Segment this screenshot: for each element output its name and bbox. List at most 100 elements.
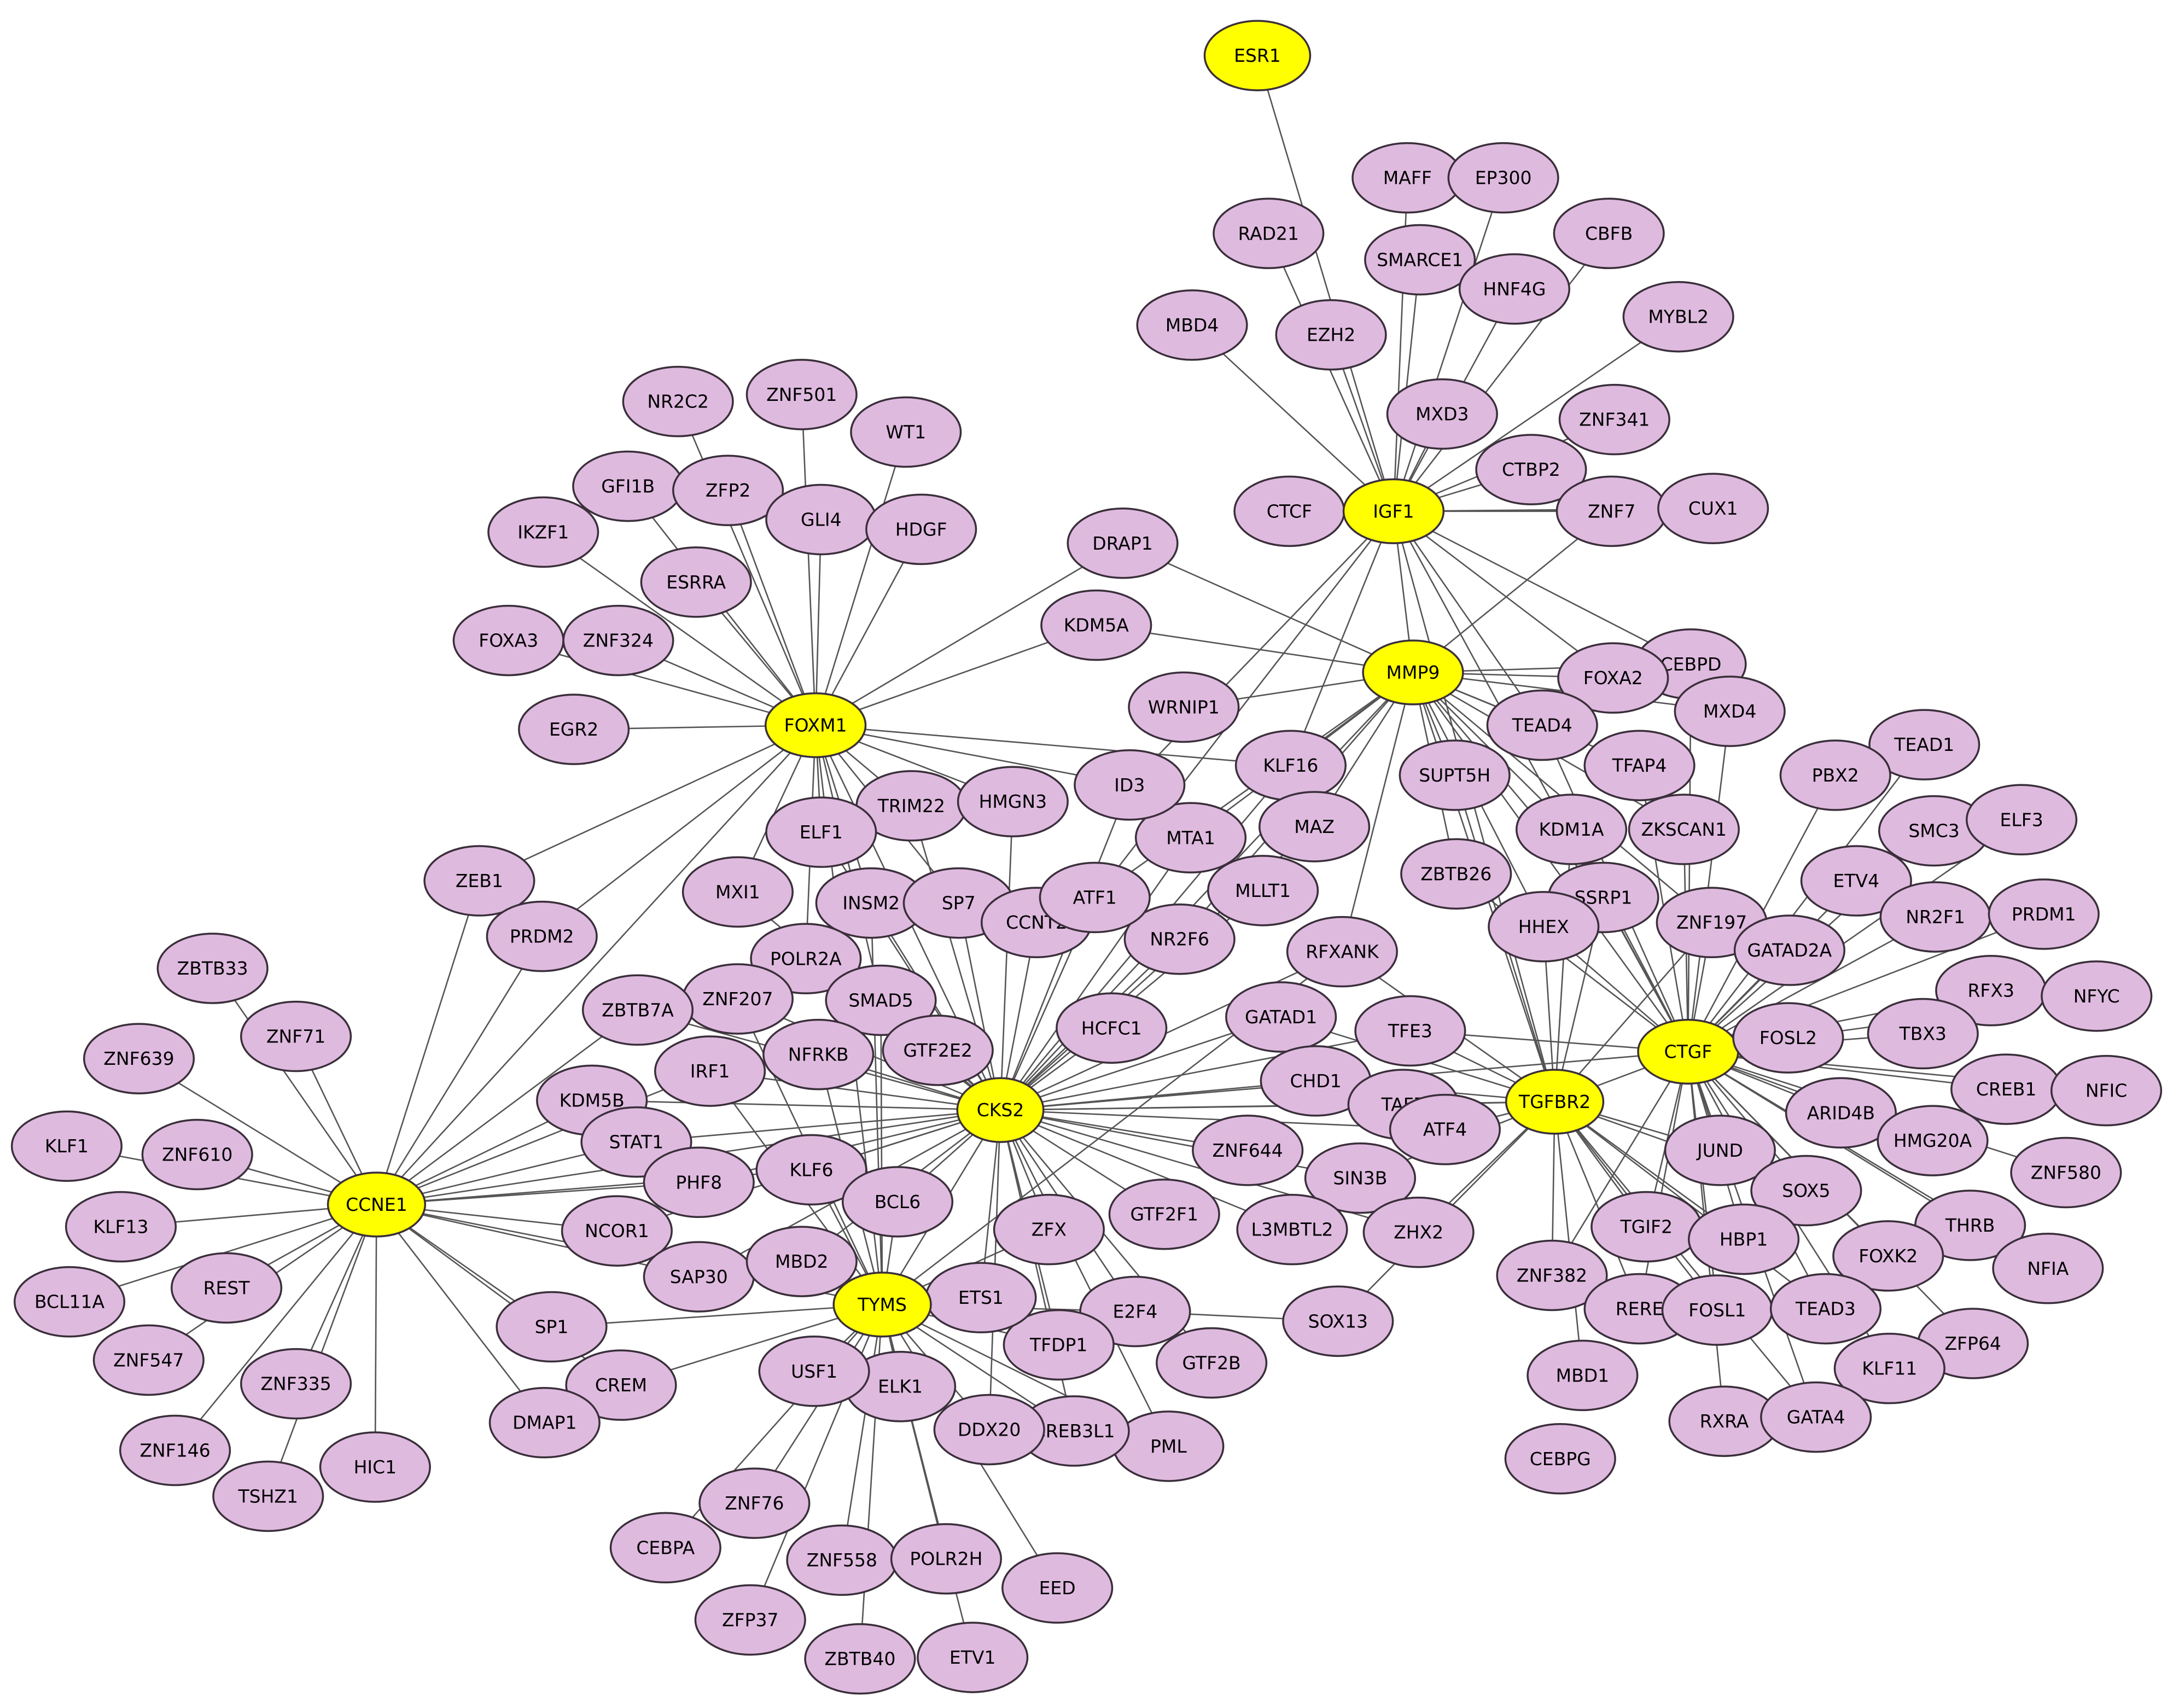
node-cebpg[interactable]: CEBPG xyxy=(1504,1423,1616,1495)
node-gtf2b[interactable]: GTF2B xyxy=(1156,1327,1268,1399)
node-tead4[interactable]: TEAD4 xyxy=(1486,689,1598,761)
node-atf1[interactable]: ATF1 xyxy=(1039,861,1151,934)
hub-node-cks2[interactable]: CKS2 xyxy=(956,1077,1045,1143)
node-gtf2f1[interactable]: GTF2F1 xyxy=(1108,1178,1220,1250)
node-ctcf[interactable]: CTCF xyxy=(1233,475,1345,547)
node-creb3l1[interactable]: CREB3L1 xyxy=(1018,1395,1130,1467)
node-smad5[interactable]: SMAD5 xyxy=(825,964,937,1036)
node-mybl2[interactable]: MYBL2 xyxy=(1622,281,1734,353)
node-sin3b[interactable]: SIN3B xyxy=(1304,1142,1417,1214)
node-foxa2[interactable]: FOXA2 xyxy=(1557,642,1669,714)
node-rad21[interactable]: RAD21 xyxy=(1213,197,1325,270)
node-mbd1[interactable]: MBD1 xyxy=(1527,1339,1639,1412)
node-klf16[interactable]: KLF16 xyxy=(1234,730,1347,801)
node-znf558[interactable]: ZNF558 xyxy=(786,1524,898,1596)
node-creb1[interactable]: CREB1 xyxy=(1950,1053,2063,1125)
node-zkscan1[interactable]: ZKSCAN1 xyxy=(1628,794,1740,865)
node-cebpa[interactable]: CEBPA xyxy=(609,1512,721,1584)
node-zbtb7a[interactable]: ZBTB7A xyxy=(581,974,694,1046)
node-etv1[interactable]: ETV1 xyxy=(917,1622,1029,1693)
node-znf639[interactable]: ZNF639 xyxy=(83,1023,195,1094)
node-mllt1[interactable]: MLLT1 xyxy=(1207,855,1319,926)
node-thrb[interactable]: THRB xyxy=(1914,1190,2026,1261)
node-gatad2a[interactable]: GATAD2A xyxy=(1733,914,1845,986)
node-hic1[interactable]: HIC1 xyxy=(319,1431,431,1503)
node-hcfc1[interactable]: HCFC1 xyxy=(1056,992,1168,1064)
node-klf1[interactable]: KLF1 xyxy=(10,1110,123,1182)
node-foxk2[interactable]: FOXK2 xyxy=(1832,1220,1944,1292)
node-mbd4[interactable]: MBD4 xyxy=(1136,289,1248,361)
node-zeb1[interactable]: ZEB1 xyxy=(423,845,535,917)
node-sap30[interactable]: SAP30 xyxy=(643,1241,755,1313)
node-fosl2[interactable]: FOSL2 xyxy=(1732,1002,1844,1074)
node-rest[interactable]: REST xyxy=(170,1252,283,1324)
hub-node-mmp9[interactable]: MMP9 xyxy=(1362,639,1464,706)
node-zfp2[interactable]: ZFP2 xyxy=(672,454,784,526)
node-elf1[interactable]: ELF1 xyxy=(765,796,877,868)
node-ncor1[interactable]: NCOR1 xyxy=(561,1195,673,1267)
node-id3[interactable]: ID3 xyxy=(1074,749,1186,821)
node-smc3[interactable]: SMC3 xyxy=(1878,795,1990,867)
node-znf610[interactable]: ZNF610 xyxy=(141,1118,253,1191)
node-tgif2[interactable]: TGIF2 xyxy=(1591,1191,1703,1263)
node-elk1[interactable]: ELK1 xyxy=(844,1350,957,1423)
node-gfi1b[interactable]: GFI1B xyxy=(572,450,684,522)
node-znf382[interactable]: ZNF382 xyxy=(1496,1239,1608,1311)
hub-node-tgfbr2[interactable]: TGFBR2 xyxy=(1505,1069,1605,1135)
node-mxd4[interactable]: MXD4 xyxy=(1674,675,1786,747)
node-ddx20[interactable]: DDX20 xyxy=(933,1394,1045,1466)
node-fosl1[interactable]: FOSL1 xyxy=(1661,1274,1773,1346)
node-prdm1[interactable]: PRDM1 xyxy=(1988,878,2100,950)
node-bcl6[interactable]: BCL6 xyxy=(841,1166,954,1238)
node-tshz1[interactable]: TSHZ1 xyxy=(212,1460,324,1532)
node-tead1[interactable]: TEAD1 xyxy=(1868,709,1980,780)
node-znf76[interactable]: ZNF76 xyxy=(698,1467,811,1539)
node-polr2h[interactable]: POLR2H xyxy=(890,1523,1003,1595)
node-gli4[interactable]: GLI4 xyxy=(765,483,877,556)
hub-node-esr1[interactable]: ESR1 xyxy=(1203,20,1312,91)
node-hdgf[interactable]: HDGF xyxy=(865,493,977,566)
node-l3mbtl2[interactable]: L3MBTL2 xyxy=(1236,1193,1348,1266)
node-maz[interactable]: MAZ xyxy=(1259,791,1371,862)
node-zbtb40[interactable]: ZBTB40 xyxy=(804,1623,916,1695)
node-zbtb33[interactable]: ZBTB33 xyxy=(156,932,269,1004)
node-eed[interactable]: EED xyxy=(1001,1552,1114,1624)
node-foxa3[interactable]: FOXA3 xyxy=(452,604,564,677)
node-cux1[interactable]: CUX1 xyxy=(1657,473,1769,545)
node-sp1[interactable]: SP1 xyxy=(496,1291,608,1363)
node-znf207[interactable]: ZNF207 xyxy=(681,963,794,1035)
node-nfrkb[interactable]: NFRKB xyxy=(762,1018,875,1091)
node-nr2f6[interactable]: NR2F6 xyxy=(1123,903,1236,975)
node-zfp37[interactable]: ZFP37 xyxy=(694,1584,806,1656)
node-ctbp2[interactable]: CTBP2 xyxy=(1475,434,1587,505)
node-arid4b[interactable]: ARID4B xyxy=(1785,1077,1897,1149)
hub-node-ctgf[interactable]: CTGF xyxy=(1637,1018,1739,1085)
node-mbd2[interactable]: MBD2 xyxy=(745,1226,858,1297)
node-irf1[interactable]: IRF1 xyxy=(654,1035,766,1107)
node-znf547[interactable]: ZNF547 xyxy=(92,1324,205,1396)
node-pbx2[interactable]: PBX2 xyxy=(1779,739,1891,811)
node-prdm2[interactable]: PRDM2 xyxy=(486,900,598,972)
node-elf3[interactable]: ELF3 xyxy=(1966,784,2078,856)
node-esrra[interactable]: ESRRA xyxy=(640,546,752,618)
hub-node-foxm1[interactable]: FOXM1 xyxy=(764,692,867,759)
node-sox13[interactable]: SOX13 xyxy=(1282,1285,1394,1357)
node-tead3[interactable]: TEAD3 xyxy=(1769,1273,1882,1345)
node-jund[interactable]: JUND xyxy=(1664,1115,1776,1186)
node-drap1[interactable]: DRAP1 xyxy=(1067,507,1179,579)
node-etv4[interactable]: ETV4 xyxy=(1800,845,1912,917)
node-ezh2[interactable]: EZH2 xyxy=(1275,299,1387,371)
node-zfp64[interactable]: ZFP64 xyxy=(1917,1308,2029,1379)
node-hhex[interactable]: HHEX xyxy=(1488,891,1600,963)
node-kdm1a[interactable]: KDM1A xyxy=(1515,794,1628,865)
node-kdm5a[interactable]: KDM5A xyxy=(1040,589,1152,661)
node-mta1[interactable]: MTA1 xyxy=(1134,802,1247,874)
node-maff[interactable]: MAFF xyxy=(1351,142,1464,214)
node-zbtb26[interactable]: ZBTB26 xyxy=(1400,838,1512,910)
node-nr2f1[interactable]: NR2F1 xyxy=(1879,881,1991,953)
node-nfic[interactable]: NFIC xyxy=(2050,1054,2163,1127)
node-znf146[interactable]: ZNF146 xyxy=(119,1414,231,1487)
node-klf6[interactable]: KLF6 xyxy=(755,1134,867,1206)
node-tfdp1[interactable]: TFDP1 xyxy=(1003,1309,1115,1381)
node-znf580[interactable]: ZNF580 xyxy=(2010,1136,2122,1209)
